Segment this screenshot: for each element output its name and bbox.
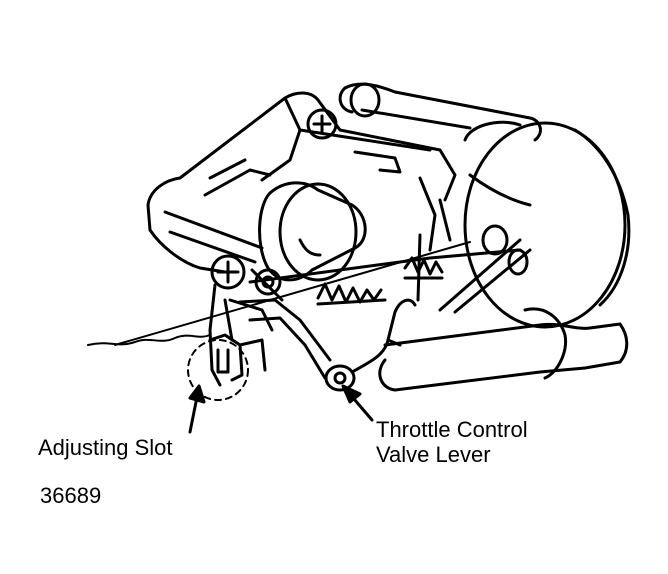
- vacuum-diaphragm: [463, 120, 631, 329]
- carburetor-housing: [146, 91, 457, 274]
- left-screw-icon: [210, 254, 246, 290]
- throttle-control-label-line2: Valve Lever: [376, 442, 491, 467]
- adjusting-slot-label: Adjusting Slot: [38, 435, 173, 460]
- throttle-control-arrow: [341, 384, 374, 422]
- adjusting-slot-highlight: [187, 339, 249, 401]
- throttle-control-label-line1: Throttle Control: [376, 417, 528, 442]
- spring-lower: [316, 282, 387, 306]
- coil-fitting: [250, 268, 284, 302]
- linkage-rod: [248, 233, 532, 314]
- adjusting-slot-bracket: [208, 283, 274, 387]
- top-hose: [338, 82, 542, 142]
- solenoid-cylinder: [258, 181, 367, 282]
- lower-pipe: [378, 307, 629, 392]
- adjusting-slot-arrow: [188, 384, 206, 434]
- figure-number: 36689: [40, 483, 102, 508]
- top-screw-icon: [306, 108, 338, 140]
- wire-left: [87, 334, 211, 346]
- wire-diagonal: [114, 241, 471, 346]
- spring-upper: [403, 256, 444, 280]
